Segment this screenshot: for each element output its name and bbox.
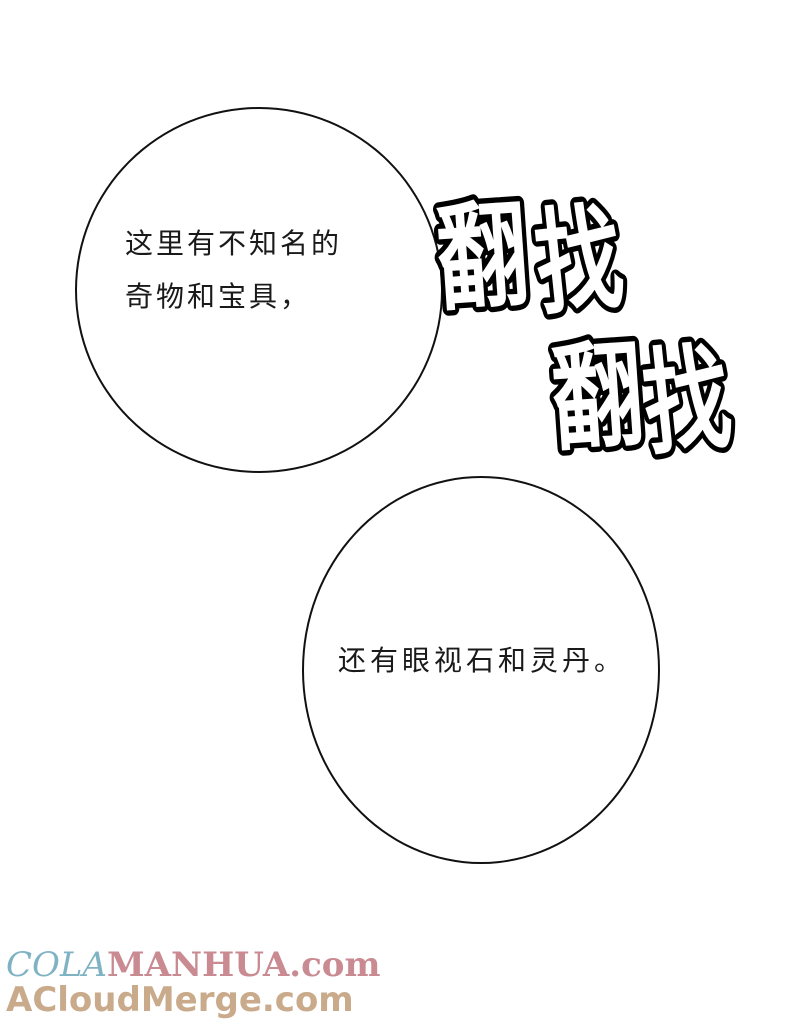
speech-bubble-2-text: 还有眼视石和灵丹。 (338, 634, 626, 687)
sfx-char: 翻 (548, 327, 648, 467)
sfx-char: 找 (637, 330, 737, 473)
sfx-char: 找 (529, 190, 629, 333)
watermark-cola: COLA (6, 945, 108, 985)
watermark-line-1: COLAMANHUA.com (6, 945, 380, 985)
speech-bubble-1-text: 这里有不知名的 奇物和宝具， (125, 217, 342, 323)
sfx-char: 翻 (433, 187, 533, 327)
bubble-line: 奇物和宝具， (125, 280, 312, 313)
watermark-line-2: ACloudMerge.com (6, 980, 354, 1020)
speech-bubble-2 (302, 476, 660, 864)
bubble-line: 这里有不知名的 (125, 227, 343, 260)
bubble-line: 还有眼视石和灵丹。 (338, 644, 627, 677)
speech-bubble-1 (75, 107, 443, 473)
watermark-manhua: MANHUA.com (107, 945, 381, 985)
